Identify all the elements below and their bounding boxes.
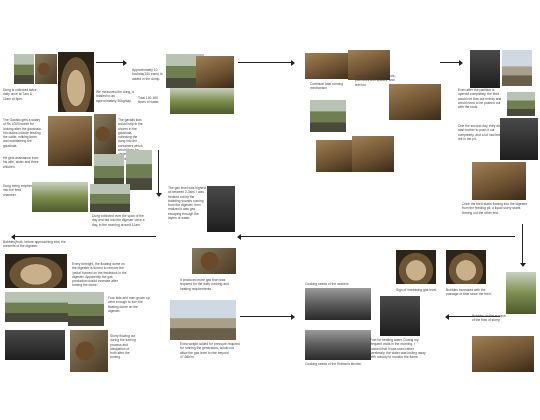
- flow-arrow: [440, 59, 463, 66]
- caption-fuel-heating: Fuel for heating water. During my freque…: [370, 338, 426, 360]
- photo-slurry-channel: [506, 272, 536, 314]
- caption-slurry-flowing: Slurry flowing out during the turning pr…: [110, 334, 136, 360]
- photo-froth-dissipation: [70, 330, 108, 372]
- photo-workers-kitchen: [305, 288, 371, 320]
- photo-dung-collection: [14, 54, 34, 84]
- photo-rohtan-kitchen: [305, 330, 371, 360]
- photo-mixing-mechanism: [305, 53, 355, 79]
- flow-arrow: [11, 233, 156, 240]
- caption-gas-level: The gas level was highest at between 2-3…: [168, 186, 206, 221]
- caption-bubbles-froth: Bubbles(froth, before approaching into) …: [3, 240, 66, 249]
- photo-dung-bucket: [35, 54, 57, 84]
- caption-feed-flowing: Once the feed starts flowing into the di…: [462, 202, 528, 215]
- caption-assistance: He gets assistance from his wife, sister…: [3, 156, 39, 169]
- photo-partition-open: [470, 50, 500, 88]
- photo-slurry-out: [5, 330, 65, 360]
- photo-gas-production: [192, 248, 236, 274]
- photo-water-heating: [380, 296, 420, 336]
- flow-arrow: [237, 233, 515, 240]
- photo-pipe: [502, 50, 532, 86]
- flow-arrow: [96, 59, 127, 66]
- photo-carrying-dung: [126, 150, 152, 190]
- caption-extra-weight: Extra weight added for pressure required…: [180, 342, 240, 359]
- caption-dung-emptied: Dung being emptied into the feed chamber…: [3, 184, 33, 197]
- caption-continual-mechanism: Continual total running mechanism: [310, 82, 343, 91]
- photo-pitchfork: [389, 84, 441, 120]
- caption-cooking-rohtan: Cooking needs of the Rohtan's kitchen: [305, 362, 362, 366]
- caption-dung-collected: Dung is collected twice daily once at 7a…: [3, 88, 37, 101]
- photo-pushing-tools: [500, 118, 538, 160]
- photo-dung-span: [90, 184, 130, 212]
- photo-tools-mixing: [352, 136, 394, 172]
- caption-dome-turned: Every fortnight, the floating dome on th…: [72, 262, 127, 288]
- photo-digester-contents: [5, 254, 67, 288]
- photo-kids-turning: [68, 292, 104, 326]
- caption-four-kids: Four kids and men grown up were enough t…: [108, 296, 150, 313]
- photo-feed-chamber: [32, 182, 88, 212]
- caption-water: Total 140-160 times of water.: [138, 96, 160, 105]
- photo-water-mix: [196, 56, 234, 88]
- photo-gas-rising: [396, 250, 436, 284]
- caption-increasing-gas: Sign of increasing gas level.: [396, 288, 438, 292]
- caption-partition-opened: Even after the partition is opened compl…: [458, 88, 502, 110]
- caption-dung-measured: We measured the dung, it totalled to an …: [96, 90, 134, 103]
- photo-bubbles-time: [446, 250, 486, 284]
- caption-bubbles-surface: Bubbles on the surface of the flow of sl…: [472, 314, 506, 323]
- caption-second-day: One the second day, they did start bothe…: [458, 124, 503, 141]
- caption-dung-collected-span: Dung collected over the span of the day …: [92, 214, 145, 227]
- photo-feed-flowing: [472, 162, 526, 200]
- photo-dome-weights: [170, 300, 236, 340]
- photo-dung-measure: [58, 52, 94, 112]
- photo-kids-chores: [94, 114, 116, 154]
- photo-slurry-pool: [472, 336, 534, 372]
- photo-dung-containers: [94, 154, 124, 188]
- caption-gavalis-salary: The Gavalis gets a salary of Rs 1000/mon…: [3, 118, 42, 148]
- flow-line: [155, 150, 162, 197]
- photo-pushing-feed: [507, 92, 535, 116]
- photo-digester-night: [207, 186, 235, 232]
- photo-manual-mixing: [348, 50, 390, 80]
- photo-feet-mixing: [316, 140, 358, 172]
- caption-bubbles-time: Bubbles increased with the passage of ti…: [446, 288, 492, 297]
- photo-dome-turning: [5, 292, 69, 322]
- caption-cooking-workers: Cooking needs of the workers: [305, 282, 349, 286]
- flow-arrow: [445, 313, 500, 320]
- caption-manually-mixed: Manually mixed using tools, pitchforks a…: [355, 74, 396, 87]
- photo-workers-mixing: [310, 100, 346, 132]
- flow-arrow: [238, 59, 295, 66]
- caption-buckets: Approximately 10 buckets(100 each) is ad…: [132, 68, 163, 81]
- caption-more-gas: It produced more gas than was required f…: [180, 278, 229, 291]
- photo-gavali-family: [48, 116, 92, 166]
- flow-line: [519, 224, 526, 267]
- flow-arrow: [240, 313, 295, 320]
- photo-mixing-pit: [170, 88, 234, 114]
